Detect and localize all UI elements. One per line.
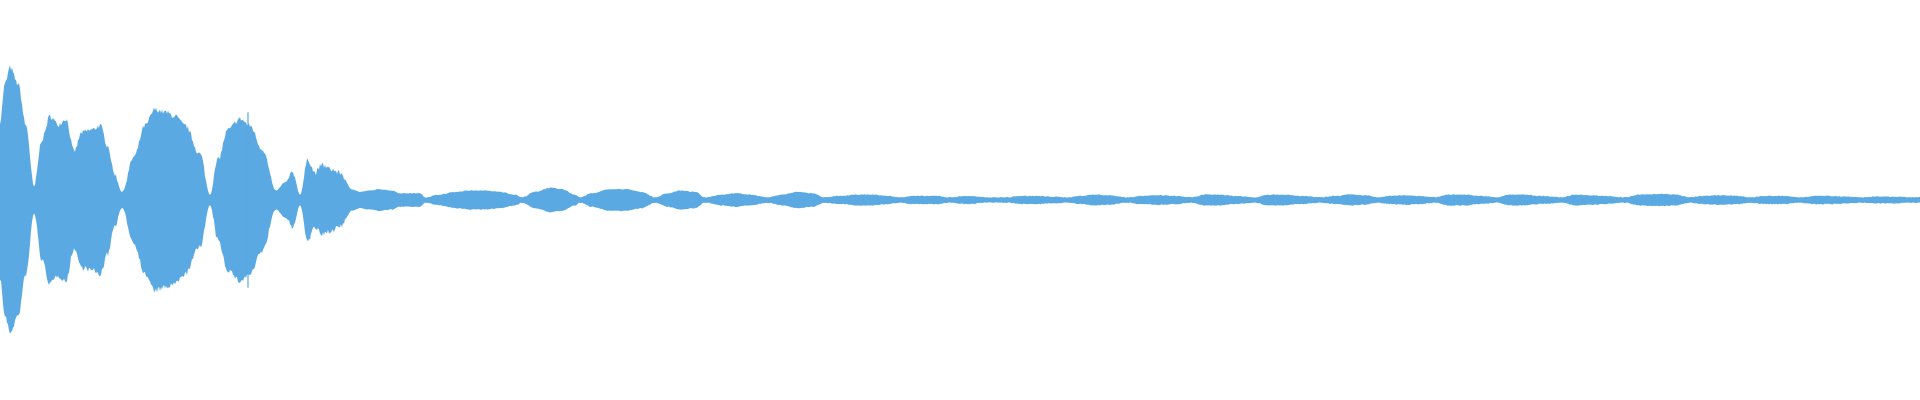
waveform-body — [0, 65, 1920, 334]
waveform-shape — [0, 65, 1920, 334]
waveform-spikes — [247, 112, 255, 288]
